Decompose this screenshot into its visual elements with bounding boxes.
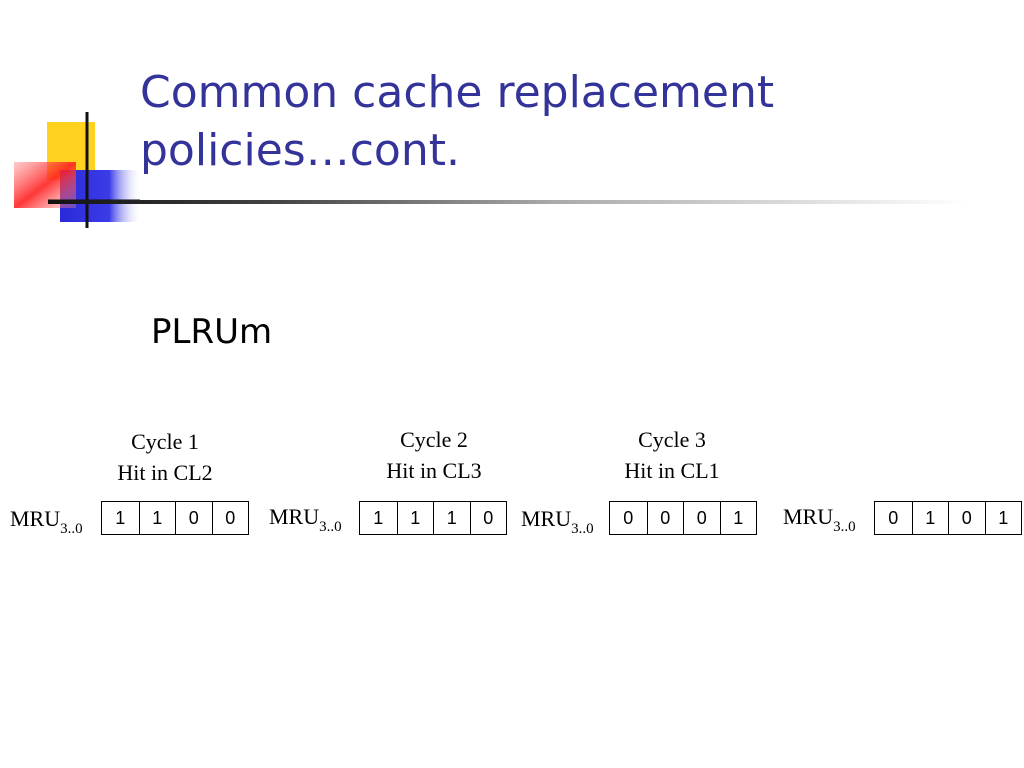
mru-subscript: 3..0 bbox=[60, 521, 83, 537]
cycle-caption-2: Cycle 2 Hit in CL3 bbox=[349, 424, 519, 486]
bit-0: 0 bbox=[211, 502, 249, 534]
cycle-event: Hit in CL2 bbox=[117, 460, 213, 485]
bit-2: 1 bbox=[911, 502, 949, 534]
mru-subscript: 3..0 bbox=[833, 519, 856, 535]
decorative-squares-logo bbox=[14, 112, 142, 228]
mru-label-text: MRU bbox=[269, 504, 320, 529]
slide-subtitle: PLRUm bbox=[151, 312, 273, 352]
mru-label-text: MRU bbox=[10, 506, 61, 531]
mru-subscript: 3..0 bbox=[571, 521, 594, 537]
cycle-caption-3: Cycle 3 Hit in CL1 bbox=[587, 424, 757, 486]
slide-title-line-1: Common cache replacement bbox=[140, 67, 775, 118]
cycle-name: Cycle 2 bbox=[400, 427, 468, 452]
cycle-name: Cycle 3 bbox=[638, 427, 706, 452]
cycle-caption-1: Cycle 1 Hit in CL2 bbox=[80, 426, 250, 488]
mru-label: MRU3..0 bbox=[521, 506, 594, 538]
bit-3: 1 bbox=[115, 507, 126, 528]
cycle-event: Hit in CL1 bbox=[624, 458, 720, 483]
title-underline bbox=[48, 200, 968, 204]
bit-1: 0 bbox=[948, 502, 985, 534]
mru-register-4: 0 1 0 1 bbox=[874, 501, 1022, 535]
bit-2: 1 bbox=[138, 502, 176, 534]
bit-2: 1 bbox=[396, 502, 434, 534]
bit-3: 0 bbox=[888, 507, 899, 528]
slide-title-line-2: policies…cont. bbox=[140, 125, 460, 176]
bit-1: 0 bbox=[683, 502, 720, 534]
bit-1: 1 bbox=[433, 502, 470, 534]
mru-label: MRU3..0 bbox=[783, 504, 856, 536]
mru-register-1: 1 1 0 0 bbox=[101, 501, 249, 535]
cycle-event: Hit in CL3 bbox=[386, 458, 482, 483]
mru-label: MRU3..0 bbox=[269, 504, 342, 536]
mru-label: MRU3..0 bbox=[10, 506, 83, 538]
bit-3: 1 bbox=[373, 507, 384, 528]
cycle-name: Cycle 1 bbox=[131, 429, 199, 454]
bit-0: 1 bbox=[719, 502, 757, 534]
mru-subscript: 3..0 bbox=[319, 519, 342, 535]
bit-0: 0 bbox=[469, 502, 507, 534]
bit-1: 0 bbox=[175, 502, 212, 534]
slide-title: Common cache replacement policies…cont. bbox=[140, 64, 1000, 180]
mru-register-2: 1 1 1 0 bbox=[359, 501, 507, 535]
bit-2: 0 bbox=[646, 502, 684, 534]
mru-register-3: 0 0 0 1 bbox=[609, 501, 757, 535]
bit-3: 0 bbox=[623, 507, 634, 528]
mru-label-text: MRU bbox=[521, 506, 572, 531]
mru-label-text: MRU bbox=[783, 504, 834, 529]
bit-0: 1 bbox=[984, 502, 1022, 534]
